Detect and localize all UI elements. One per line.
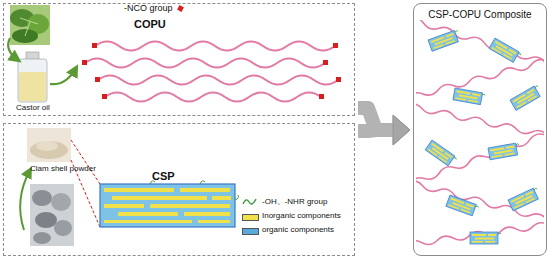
legend-line-sample	[242, 197, 258, 207]
node-title: CSP-COPU Composite	[428, 9, 531, 21]
composite-structure	[416, 20, 544, 248]
legend-text: Inorganic components	[262, 211, 341, 220]
shell-photo	[30, 184, 74, 246]
annotation-label: Castor oil	[16, 103, 50, 112]
annotation-label: -NCO group	[124, 3, 173, 13]
legend-text: -OH、-NHR group	[262, 197, 327, 206]
legend-swatch	[242, 214, 259, 221]
nco-dot	[82, 5, 341, 99]
precursor-panel: COPU	[3, 3, 355, 116]
node-title: CSP	[152, 170, 175, 183]
process-arrow	[358, 108, 410, 145]
node-title: COPU	[134, 18, 166, 31]
polymer-chains	[85, 42, 338, 102]
layered-structure	[100, 181, 239, 227]
annotation-label: Clam shell powder	[30, 164, 96, 173]
process-arrow	[50, 68, 76, 84]
oil-bottle	[18, 52, 47, 102]
legend-swatch	[242, 228, 259, 235]
composite-panel: CSP-COPU Composite	[413, 3, 547, 256]
castor-plant-photo	[10, 5, 50, 45]
legend-text: organic components	[262, 225, 334, 234]
filler-panel: CSP	[3, 123, 355, 256]
process-arrow	[8, 38, 18, 60]
leader-line	[71, 140, 100, 227]
process-arrow	[20, 170, 30, 230]
process-arrow	[358, 115, 410, 145]
powder-photo	[27, 128, 71, 162]
